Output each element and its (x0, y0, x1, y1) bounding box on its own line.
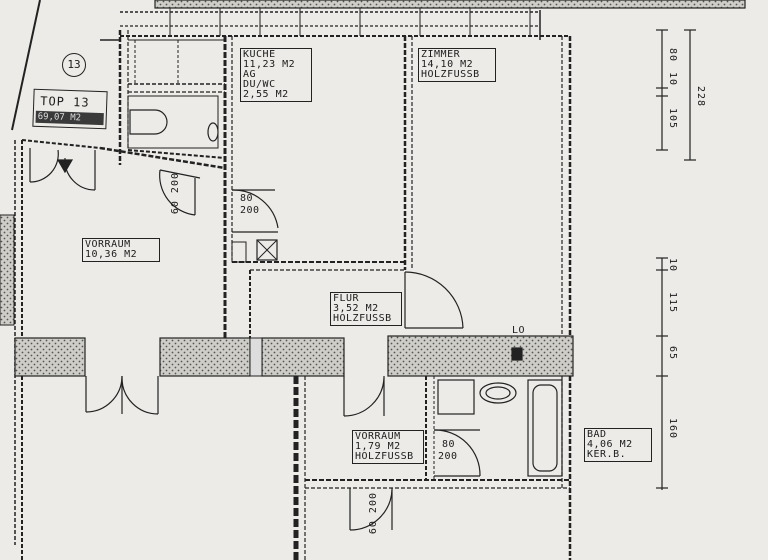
flur-walls (249, 269, 405, 338)
kitchen-walls (127, 36, 233, 338)
room-kueche: KÜCHE 11,23 M2 AG DU/WC 2,55 M2 (240, 48, 312, 102)
dim-10a: 10 (667, 72, 678, 87)
entrance-door (29, 148, 96, 191)
room-vorraum-top: VORRAUM 10,36 M2 (82, 238, 160, 262)
room-duwc-name: DU/WC (243, 79, 276, 90)
dim-160: 160 (667, 418, 678, 440)
room-bad-area: 4,06 M2 (587, 439, 633, 450)
room-vorraum-top-name: VORRAUM (85, 239, 131, 250)
lower-doors (343, 376, 481, 531)
door-label-60-bottom: 60 200 (368, 492, 379, 535)
room-vorraum-top-area: 10,36 M2 (85, 249, 138, 260)
room-kueche-area: 11,23 M2 (243, 59, 296, 70)
lo-label: LO (512, 325, 526, 336)
top-marker: 13 (62, 53, 86, 77)
top-label-name: TOP 13 (40, 93, 90, 110)
lower-double-door (85, 375, 159, 415)
door-label-200-top: 200 (240, 205, 260, 216)
top-wall (120, 0, 746, 37)
room-flur-floor: HOLZFUSSB (333, 313, 392, 324)
flur-door (404, 271, 464, 329)
room-flur-name: FLUR (333, 293, 360, 304)
room-bad-name: BAD (587, 429, 607, 440)
door-label-200-bottom: 200 (438, 451, 458, 462)
room-bad: BAD 4,06 M2 KER.B. (584, 428, 652, 462)
room-zimmer-name: ZIMMER (421, 49, 461, 60)
dim-10b: 10 (667, 258, 678, 273)
bath-fixtures (437, 347, 563, 477)
room-flur: FLUR 3,52 M2 HOLZFUSSB (330, 292, 402, 326)
room-flur-area: 3,52 M2 (333, 303, 379, 314)
room-zimmer-area: 14,10 M2 (421, 59, 474, 70)
kitchen-bottom (231, 239, 405, 263)
room-vorraum-bottom-area: 1,79 M2 (355, 441, 401, 452)
top-label-area: 69,07 M2 (35, 110, 104, 126)
room-vorraum-bottom: VORRAUM 1,79 M2 HOLZFUSSB (352, 430, 424, 464)
duwc-door (159, 169, 201, 216)
room-vorraum-bottom-name: VORRAUM (355, 431, 401, 442)
lower-walls (21, 376, 572, 560)
dimension-lines (656, 29, 696, 490)
dim-105: 105 (667, 108, 678, 130)
room-zimmer: ZIMMER 14,10 M2 HOLZFUSSB (418, 48, 496, 82)
room-bad-floor: KER.B. (587, 449, 627, 460)
mid-wall (14, 335, 574, 377)
room-duwc-area: 2,55 M2 (243, 89, 289, 100)
dim-228: 228 (695, 86, 706, 108)
room-kueche-name: KÜCHE (243, 49, 276, 60)
room-kueche-code: AG (243, 69, 257, 80)
dim-115: 115 (667, 292, 678, 314)
door-label-80-bottom: 80 (442, 439, 456, 450)
dim-65: 65 (667, 346, 678, 361)
kitchen-door (231, 189, 279, 233)
left-walls (0, 0, 226, 545)
top-label-box: TOP 13 69,07 M2 (32, 88, 108, 130)
room-zimmer-floor: HOLZFUSSB (421, 69, 480, 80)
zimmer-walls (403, 10, 572, 336)
door-label-60-top: 60 200 (170, 172, 181, 215)
room-vorraum-bottom-floor: HOLZFUSSB (355, 451, 414, 462)
dim-80: 80 (667, 48, 678, 63)
door-label-80-top: 80 (240, 193, 254, 204)
